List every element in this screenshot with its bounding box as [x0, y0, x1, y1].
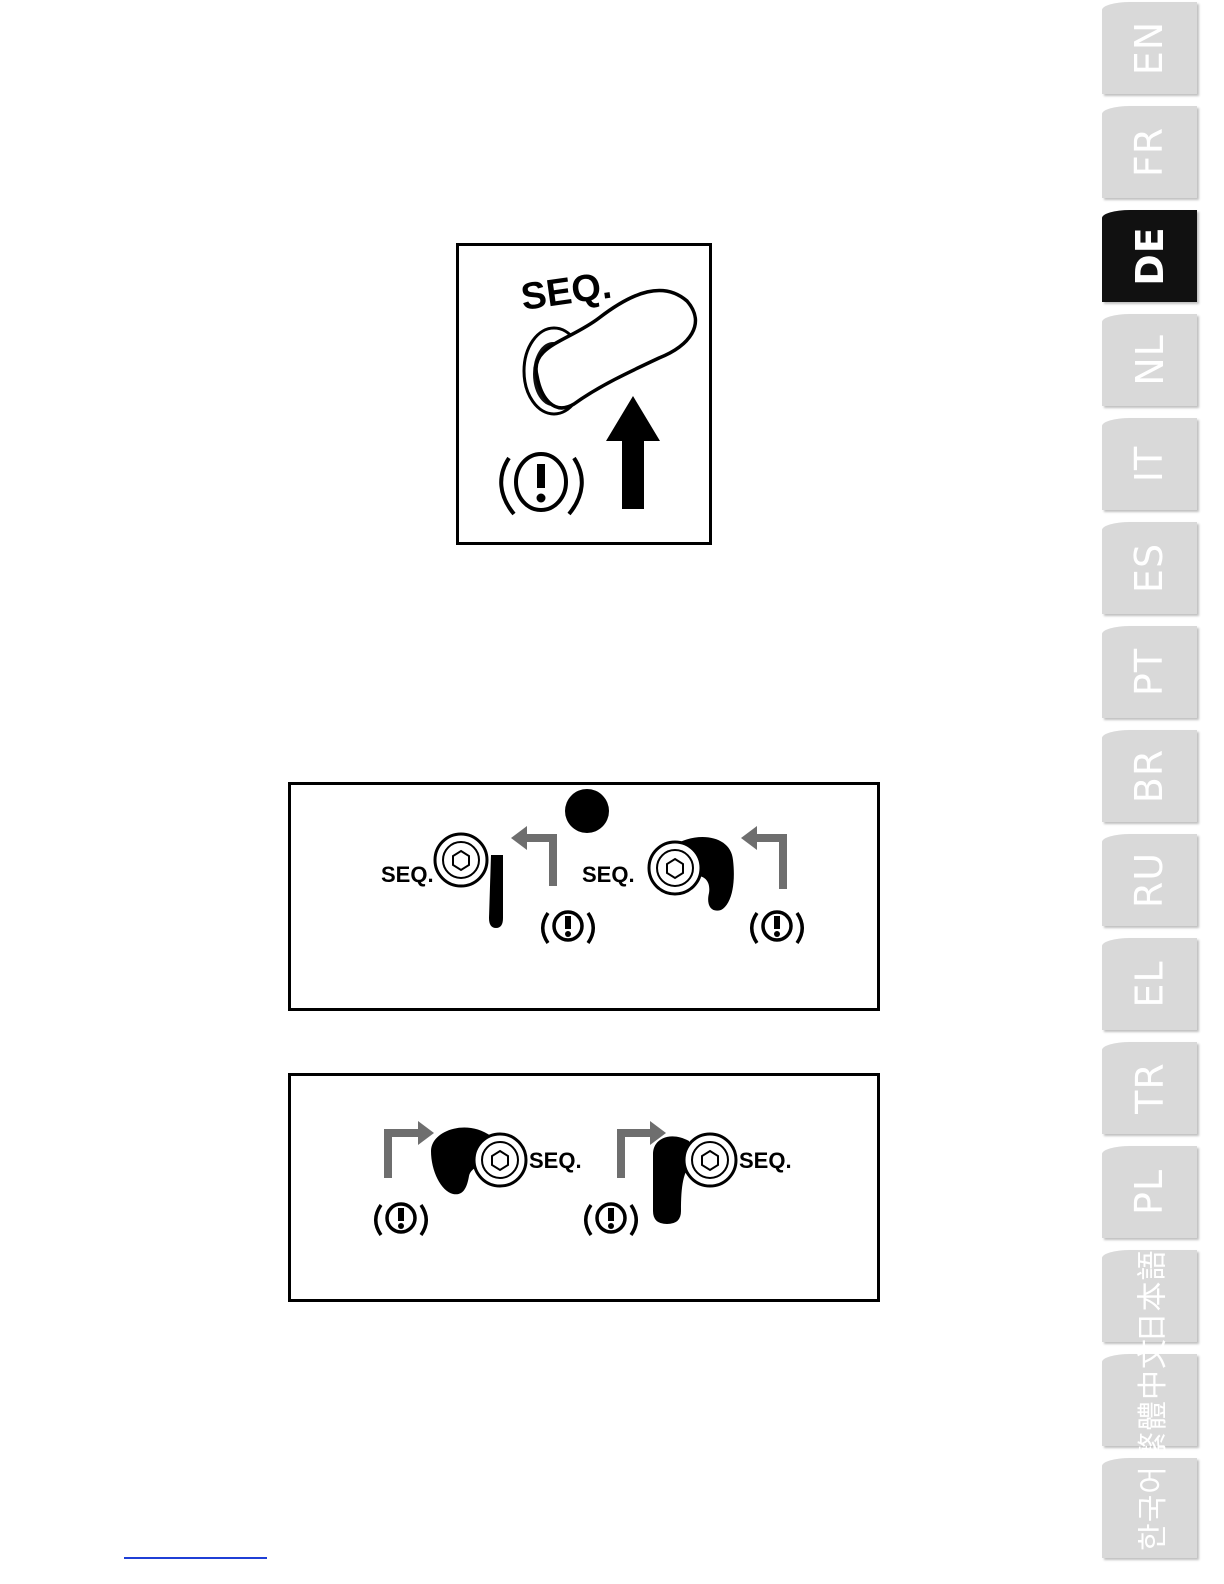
lever-positions-down-illustration: SEQ. SEQ. [291, 785, 877, 1008]
arrow-gray-right [753, 838, 783, 889]
language-tab-label: ES [1127, 543, 1171, 593]
language-tab-ko[interactable]: 한국어 [1102, 1458, 1197, 1558]
language-tab-nl[interactable]: NL [1102, 314, 1197, 406]
language-tab-el[interactable]: EL [1102, 938, 1197, 1030]
warning-icon [501, 454, 582, 514]
seq-lever-up-illustration: SEQ. [459, 246, 709, 542]
arrow-gray-right [621, 1133, 653, 1178]
language-tab-fr[interactable]: FR [1102, 106, 1197, 198]
language-tab-label: RU [1128, 852, 1172, 908]
language-tab-label: TR [1128, 1062, 1172, 1114]
arrow-gray-left [523, 838, 553, 886]
seq-label-left: SEQ. [381, 862, 434, 887]
language-tab-br[interactable]: BR [1102, 730, 1197, 822]
language-tab-it[interactable]: IT [1102, 418, 1197, 510]
language-tab-label: PL [1128, 1169, 1172, 1215]
language-tab-label: 한국어 [1128, 1465, 1172, 1551]
seq-label-right: SEQ. [582, 862, 635, 887]
language-tab-label: FR [1127, 127, 1171, 177]
figure-lever-positions-mirrored: SEQ. SEQ. [288, 1073, 880, 1302]
language-tab-label: BR [1127, 749, 1171, 803]
language-tab-de[interactable]: DE [1102, 210, 1197, 302]
language-tab-ru[interactable]: RU [1102, 834, 1197, 926]
language-tab-label: EL [1128, 960, 1172, 1007]
lever-vertical [489, 855, 503, 928]
warning-icon-right [586, 1204, 637, 1235]
seq-label-left: SEQ. [529, 1148, 582, 1173]
warning-icon-left [543, 912, 594, 943]
seq-label: SEQ. [518, 265, 614, 319]
arrow-up-icon [606, 396, 660, 509]
warning-icon-right [752, 912, 803, 943]
lever-positions-mirrored-illustration: SEQ. SEQ. [291, 1076, 877, 1299]
seq-label-right: SEQ. [739, 1148, 792, 1173]
language-tab-zh-tw[interactable]: 繁體中文 [1102, 1354, 1197, 1446]
figure-lever-positions-down: SEQ. SEQ. [288, 782, 880, 1011]
language-tab-tr[interactable]: TR [1102, 1042, 1197, 1134]
language-tab-ja[interactable]: 日本語 [1102, 1250, 1197, 1342]
arrow-gray-left [388, 1133, 421, 1178]
language-tab-label: IT [1127, 446, 1171, 482]
language-tab-label: NL [1127, 334, 1171, 386]
language-tab-label: PT [1127, 648, 1171, 696]
indicator-dot [565, 789, 609, 833]
language-tab-label: EN [1128, 21, 1172, 75]
figure-seq-lever-up: SEQ. [456, 243, 712, 545]
hyperlink-underline[interactable] [124, 1557, 267, 1559]
language-tab-es[interactable]: ES [1102, 522, 1197, 614]
warning-icon-left [376, 1204, 427, 1235]
language-tab-en[interactable]: EN [1102, 2, 1197, 94]
language-tab-label: DE [1127, 226, 1171, 286]
language-tab-label: 日本語 [1128, 1250, 1172, 1343]
language-tab-pl[interactable]: PL [1102, 1146, 1197, 1238]
language-tab-label: 繁體中文 [1128, 1338, 1172, 1462]
language-tab-pt[interactable]: PT [1102, 626, 1197, 718]
